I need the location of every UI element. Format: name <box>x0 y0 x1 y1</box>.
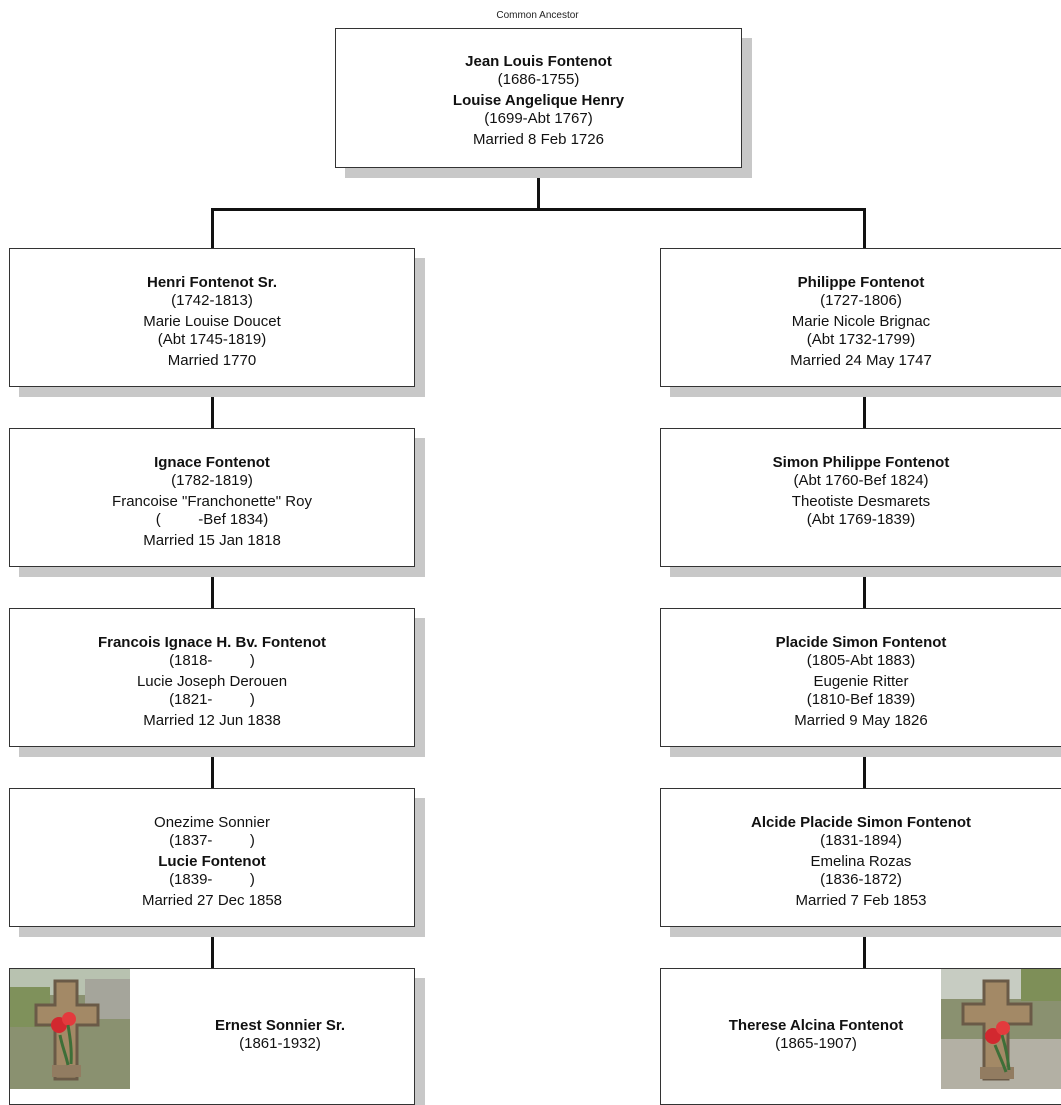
connector-left-3 <box>211 746 214 789</box>
right-gen4-person1: Alcide Placide Simon Fontenot <box>750 814 972 831</box>
right-gen2-dates1: (Abt 1760-Bef 1824) <box>793 472 929 489</box>
right-gen3-dates1: (1805-Abt 1883) <box>806 652 916 669</box>
connector-right-3 <box>863 746 866 789</box>
connector-root-vertical <box>537 168 540 208</box>
connector-left-top <box>211 208 214 248</box>
right-gen1-marriage: Married 24 May 1747 <box>790 352 932 369</box>
connector-right-2 <box>863 566 866 609</box>
right-gen3-person1: Placide Simon Fontenot <box>775 634 947 651</box>
ancestor-husband-dates: (1686-1755) <box>497 71 580 88</box>
connector-left-4 <box>211 926 214 969</box>
right-gen4-dates2: (1836-1872) <box>820 871 902 888</box>
left-gen1-dates2: (Abt 1745-1819) <box>157 331 267 348</box>
left-descendant-name: Ernest Sonnier Sr. <box>214 1017 346 1034</box>
right-descendant-name: Therese Alcina Fontenot <box>728 1017 904 1034</box>
ancestor-husband-name: Jean Louis Fontenot <box>465 53 612 70</box>
connector-right-1 <box>863 386 866 429</box>
left-descendant-box[interactable]: Ernest Sonnier Sr. (1861-1932) <box>9 968 415 1105</box>
connector-left-1 <box>211 386 214 429</box>
right-gen4-marriage: Married 7 Feb 1853 <box>795 892 927 909</box>
left-gen2-dates2: ( -Bef 1834) <box>155 511 269 528</box>
left-gen3-person2: Lucie Joseph Derouen <box>136 673 288 690</box>
right-gen1-person2: Marie Nicole Brignac <box>791 313 931 330</box>
right-gen2-person1: Simon Philippe Fontenot <box>772 454 950 471</box>
right-gen1-dates1: (1727-1806) <box>820 292 902 309</box>
right-gen1-dates2: (Abt 1732-1799) <box>806 331 916 348</box>
left-generation-4-box[interactable]: Onezime Sonnier (1837- ) Lucie Fontenot … <box>9 788 415 927</box>
common-ancestor-box[interactable]: Jean Louis Fontenot (1686-1755) Louise A… <box>335 28 742 168</box>
left-gen1-person2: Marie Louise Doucet <box>143 313 281 330</box>
right-descendant-box[interactable]: Therese Alcina Fontenot (1865-1907) <box>660 968 1061 1105</box>
left-gen1-person1: Henri Fontenot Sr. <box>146 274 277 291</box>
left-descendant-text: Ernest Sonnier Sr. (1861-1932) <box>145 1017 414 1053</box>
left-generation-1-box[interactable]: Henri Fontenot Sr. (1742-1813) Marie Lou… <box>9 248 415 387</box>
left-gen2-person1: Ignace Fontenot <box>154 454 270 471</box>
left-gen4-person1: Onezime Sonnier <box>154 814 270 831</box>
left-gen2-person2: Francoise "Franchonette" Roy <box>112 493 312 510</box>
left-gen3-dates2: (1821- ) <box>169 691 255 708</box>
left-generation-2-box[interactable]: Ignace Fontenot (1782-1819) Francoise "F… <box>9 428 415 567</box>
right-generation-4-box[interactable]: Alcide Placide Simon Fontenot (1831-1894… <box>660 788 1061 927</box>
right-gen3-marriage: Married 9 May 1826 <box>794 712 928 729</box>
left-gen2-marriage: Married 15 Jan 1818 <box>143 532 281 549</box>
right-generation-3-box[interactable]: Placide Simon Fontenot (1805-Abt 1883) E… <box>660 608 1061 747</box>
left-gen1-dates1: (1742-1813) <box>171 292 253 309</box>
common-ancestor-caption: Common Ancestor <box>496 10 579 21</box>
connector-right-4 <box>863 926 866 969</box>
left-gen3-person1: Francois Ignace H. Bv. Fontenot <box>97 634 327 651</box>
right-gen2-person2: Theotiste Desmarets <box>791 493 931 510</box>
left-gen4-marriage: Married 27 Dec 1858 <box>141 892 283 909</box>
left-gen4-dates2: (1839- ) <box>169 871 255 888</box>
connector-root-horizontal <box>211 208 866 211</box>
left-gen4-person2: Lucie Fontenot <box>158 853 266 870</box>
right-descendant-text: Therese Alcina Fontenot (1865-1907) <box>681 1017 951 1053</box>
left-gen1-marriage: Married 1770 <box>167 352 257 369</box>
left-gen2-dates1: (1782-1819) <box>171 472 253 489</box>
grave-cross-photo <box>10 969 130 1089</box>
left-gen3-marriage: Married 12 Jun 1838 <box>143 712 281 729</box>
left-gen4-dates1: (1837- ) <box>169 832 255 849</box>
right-gen3-person2: Eugenie Ritter <box>813 673 909 690</box>
left-generation-3-box[interactable]: Francois Ignace H. Bv. Fontenot (1818- )… <box>9 608 415 747</box>
right-gen1-person1: Philippe Fontenot <box>797 274 925 291</box>
left-gen3-dates1: (1818- ) <box>169 652 255 669</box>
right-gen3-dates2: (1810-Bef 1839) <box>806 691 916 708</box>
ancestor-marriage: Married 8 Feb 1726 <box>473 131 604 148</box>
right-gen4-dates1: (1831-1894) <box>820 832 902 849</box>
right-generation-2-box[interactable]: Simon Philippe Fontenot (Abt 1760-Bef 18… <box>660 428 1061 567</box>
left-descendant-dates: (1861-1932) <box>239 1035 321 1052</box>
right-generation-1-box[interactable]: Philippe Fontenot (1727-1806) Marie Nico… <box>660 248 1061 387</box>
ancestor-wife-name: Louise Angelique Henry <box>452 92 625 109</box>
grave-cross-photo <box>941 969 1061 1089</box>
right-descendant-dates: (1865-1907) <box>775 1035 857 1052</box>
right-gen2-dates2: (Abt 1769-1839) <box>806 511 916 528</box>
connector-left-2 <box>211 566 214 609</box>
connector-right-top <box>863 208 866 248</box>
right-gen4-person2: Emelina Rozas <box>810 853 912 870</box>
ancestor-wife-dates: (1699-Abt 1767) <box>484 110 593 127</box>
